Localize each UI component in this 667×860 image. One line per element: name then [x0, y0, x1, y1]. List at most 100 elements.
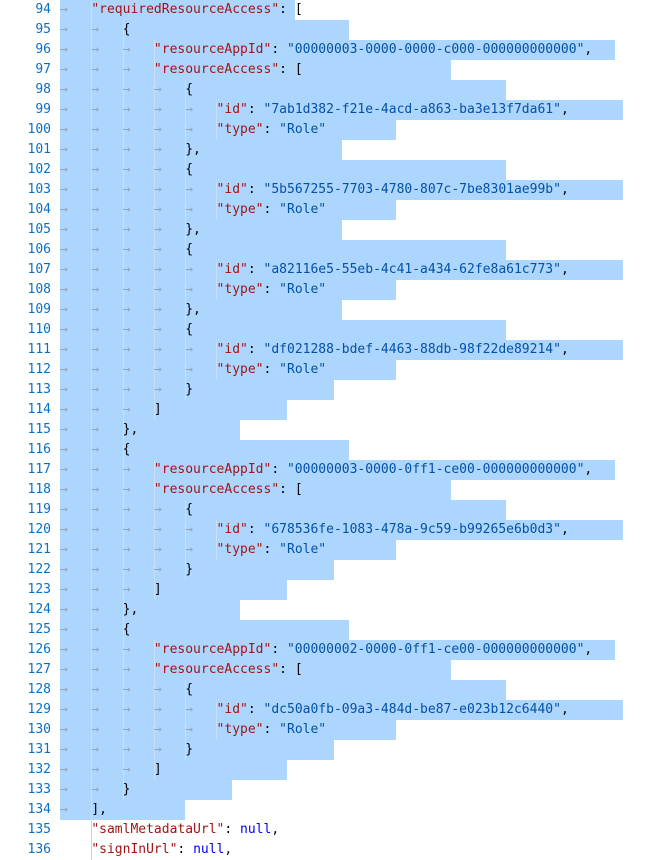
code-line[interactable]: → → → → } — [60, 740, 667, 760]
space-dot-whitespace: · — [255, 342, 264, 357]
space-dot-whitespace: · — [286, 482, 295, 497]
code-line[interactable]: → → → "resourceAccess":·[ — [60, 480, 667, 500]
code-content-area[interactable]: → "requiredResourceAccess":·[→ → {→ → → … — [60, 0, 667, 860]
space-dot-whitespace: · — [286, 662, 295, 677]
line-number: 114 — [27, 402, 51, 417]
indent-guide — [91, 820, 93, 840]
json-punctuation: , — [560, 262, 569, 277]
json-punctuation: } — [185, 742, 194, 757]
json-string-value: "df021288-bdef-4463-88db-98f22de89214" — [263, 342, 561, 357]
code-line[interactable]: "signInUrl": null, — [60, 840, 667, 860]
code-line[interactable]: → → → → → "id":·"5b567255-7703-4780-807c… — [60, 180, 667, 200]
code-line[interactable]: → → → → → "id":·"df021288-bdef-4463-88db… — [60, 340, 667, 360]
selection-highlight — [60, 340, 624, 360]
indent-guide — [153, 500, 155, 520]
code-line[interactable]: → → → ] — [60, 580, 667, 600]
indent-guide — [91, 140, 93, 160]
tab-arrow-whitespace: → → → → — [60, 682, 186, 697]
line-number: 104 — [27, 202, 51, 217]
indent-guide — [91, 800, 93, 820]
code-line[interactable]: → → → → → "id":·"dc50a0fb-09a3-484d-be87… — [60, 700, 667, 720]
selection-highlight — [60, 760, 287, 780]
code-line[interactable]: → → } — [60, 780, 667, 800]
space-dot-whitespace: · — [271, 542, 280, 557]
indent-guide — [153, 700, 155, 720]
indent-guide — [122, 680, 124, 700]
code-line-text: → → { — [60, 20, 130, 40]
code-line[interactable]: → → → ] — [60, 760, 667, 780]
indent-guide — [216, 100, 218, 120]
json-punctuation: : — [263, 722, 272, 737]
selection-highlight — [60, 560, 334, 580]
tab-arrow-whitespace: → → → → — [60, 562, 186, 577]
code-line[interactable]: → → → → }, — [60, 300, 667, 320]
indent-guide — [153, 560, 155, 580]
code-line[interactable]: → → → → { — [60, 500, 667, 520]
code-line[interactable]: → → → "resourceAppId":·"00000003-0000-0f… — [60, 460, 667, 480]
json-punctuation: [ — [294, 2, 303, 17]
code-line[interactable]: "samlMetadataUrl": null, — [60, 820, 667, 840]
json-punctuation: ], — [91, 802, 107, 817]
selection-highlight — [60, 260, 624, 280]
indent-guide — [122, 340, 124, 360]
code-line[interactable]: → → → → { — [60, 160, 667, 180]
json-string-value: "dc50a0fb-09a3-484d-be87-e023b12c6440" — [263, 702, 561, 717]
code-line[interactable]: → "requiredResourceAccess":·[ — [60, 0, 667, 20]
code-line[interactable]: → → → "resourceAppId":·"00000003-0000-00… — [60, 40, 667, 60]
space-dot-whitespace: · — [271, 362, 280, 377]
json-punctuation: : — [177, 842, 186, 857]
code-line[interactable]: → → → → }, — [60, 140, 667, 160]
indent-guide — [153, 200, 155, 220]
code-line[interactable]: → → → → → "type":·"Role" — [60, 720, 667, 740]
json-property-key: "id" — [216, 702, 248, 717]
code-line[interactable]: → → → → → "type":·"Role" — [60, 280, 667, 300]
tab-arrow-whitespace: → → → → → — [60, 342, 217, 357]
code-line-text: → → } — [60, 780, 130, 800]
code-line[interactable]: → → }, — [60, 600, 667, 620]
indent-guide — [91, 80, 93, 100]
tab-arrow-whitespace: → → → → — [60, 242, 186, 257]
json-property-key: "resourceAppId" — [153, 42, 272, 57]
indent-guide — [91, 400, 93, 420]
tab-arrow-whitespace: → → → → → — [60, 102, 217, 117]
code-line[interactable]: → → → → { — [60, 680, 667, 700]
json-string-value: "Role" — [279, 202, 327, 217]
code-line[interactable]: → → → → } — [60, 380, 667, 400]
json-punctuation: { — [122, 22, 131, 37]
indent-guide — [91, 620, 93, 640]
code-line[interactable]: → → { — [60, 440, 667, 460]
code-line[interactable]: → → { — [60, 620, 667, 640]
code-line[interactable]: → → → ] — [60, 400, 667, 420]
json-punctuation: { — [185, 322, 194, 337]
indent-guide — [153, 260, 155, 280]
code-line[interactable]: → → → → { — [60, 320, 667, 340]
json-punctuation: ] — [153, 762, 162, 777]
indent-guide — [153, 360, 155, 380]
code-line[interactable]: → ], — [60, 800, 667, 820]
line-number: 108 — [27, 282, 51, 297]
code-line[interactable]: → → → "resourceAccess":·[ — [60, 660, 667, 680]
code-line[interactable]: → → → → } — [60, 560, 667, 580]
json-punctuation: } — [122, 782, 131, 797]
code-line[interactable]: → → → → → "type":·"Role" — [60, 540, 667, 560]
code-line[interactable]: → → → "resourceAppId":·"00000002-0000-0f… — [60, 640, 667, 660]
code-line[interactable]: → → { — [60, 20, 667, 40]
tab-arrow-whitespace: → — [60, 802, 92, 817]
json-punctuation: : — [263, 282, 272, 297]
indent-guide — [122, 760, 124, 780]
code-line[interactable]: → → → → { — [60, 240, 667, 260]
code-line[interactable]: → → → → }, — [60, 220, 667, 240]
code-line[interactable]: → → → "resourceAccess":·[ — [60, 60, 667, 80]
code-line[interactable]: → → → → → "id":·"678536fe-1083-478a-9c59… — [60, 520, 667, 540]
selection-highlight — [60, 720, 397, 740]
code-line[interactable]: → → → → → "type":·"Role" — [60, 360, 667, 380]
code-line[interactable]: → → → → → "id":·"7ab1d382-f21e-4acd-a863… — [60, 100, 667, 120]
json-punctuation: , — [271, 822, 280, 837]
code-line[interactable]: → → → → → "type":·"Role" — [60, 120, 667, 140]
code-line[interactable]: → → → → → "id":·"a82116e5-55eb-4c41-a434… — [60, 260, 667, 280]
code-line[interactable]: → → → → { — [60, 80, 667, 100]
code-line[interactable]: → → → → → "type":·"Role" — [60, 200, 667, 220]
indent-guide — [153, 640, 155, 660]
code-line[interactable]: → → }, — [60, 420, 667, 440]
